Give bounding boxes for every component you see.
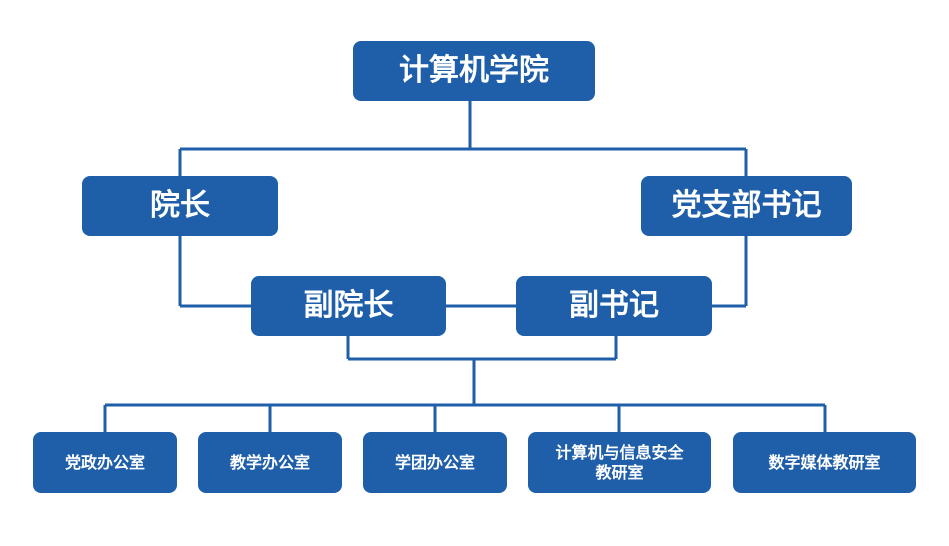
node-cs-infosec-dept: 计算机与信息安全 教研室 bbox=[528, 432, 711, 493]
node-vice-dean: 副院长 bbox=[251, 276, 446, 336]
node-school-root: 计算机学院 bbox=[353, 41, 595, 101]
node-student-league-office: 学团办公室 bbox=[363, 432, 507, 493]
node-cs-infosec-line2: 教研室 bbox=[595, 462, 644, 482]
node-vice-secretary: 副书记 bbox=[516, 276, 712, 336]
node-party-secretary: 党支部书记 bbox=[641, 176, 852, 236]
node-digital-media-dept: 数字媒体教研室 bbox=[733, 432, 916, 493]
node-dean: 院长 bbox=[82, 176, 278, 236]
node-party-admin-office: 党政办公室 bbox=[33, 432, 177, 493]
node-cs-infosec-line1: 计算机与信息安全 bbox=[555, 443, 684, 463]
node-teaching-office: 教学办公室 bbox=[198, 432, 342, 493]
